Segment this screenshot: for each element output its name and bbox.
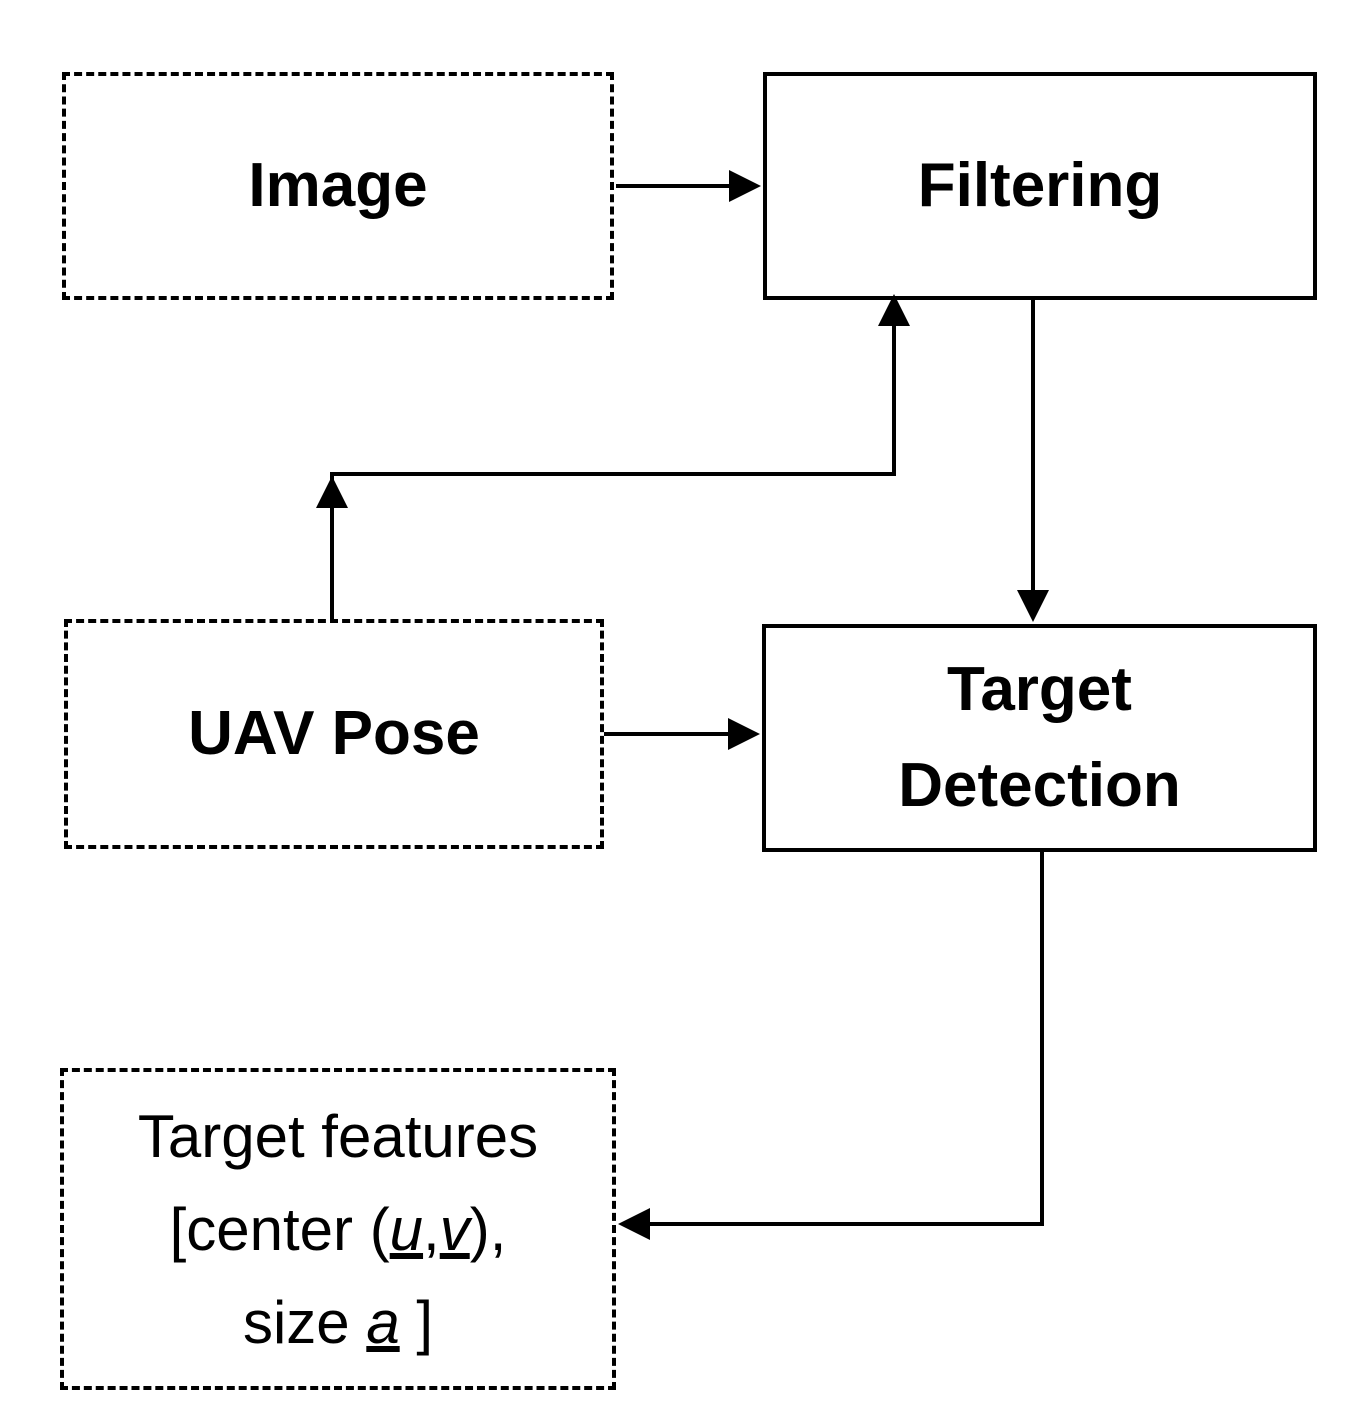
node-target-features-line3: size a ] [138,1276,538,1369]
edge-uavpose-to-filtering [330,294,910,619]
node-target-detection-line1: Target [947,654,1132,724]
node-uav-pose: UAV Pose [64,619,604,849]
node-target-detection-line2: Detection [898,751,1181,820]
var-a: a [366,1288,400,1356]
node-target-detection: Target Detection [762,624,1317,852]
center-prefix: [center ( [169,1195,390,1263]
center-comma: , [423,1195,440,1263]
node-target-detection-label: Target Detection [898,642,1180,834]
node-uav-pose-label: UAV Pose [188,698,480,768]
var-u: u [389,1195,424,1263]
center-suffix: ), [469,1195,507,1263]
node-image-label: Image [248,150,428,220]
node-image: Image [62,72,614,300]
size-prefix: size [242,1288,367,1356]
node-filtering: Filtering [763,72,1317,300]
node-filtering-label: Filtering [917,150,1163,220]
node-target-features-label: Target features [center (u,v), size a ] [138,1090,538,1369]
var-v: v [439,1195,470,1263]
node-target-features-line2: [center (u,v), [138,1183,538,1276]
node-target-features-line1: Target features [137,1102,539,1170]
edge-detection-to-features [618,852,1044,1240]
size-suffix: ] [399,1288,434,1356]
node-target-features: Target features [center (u,v), size a ] [60,1068,616,1390]
